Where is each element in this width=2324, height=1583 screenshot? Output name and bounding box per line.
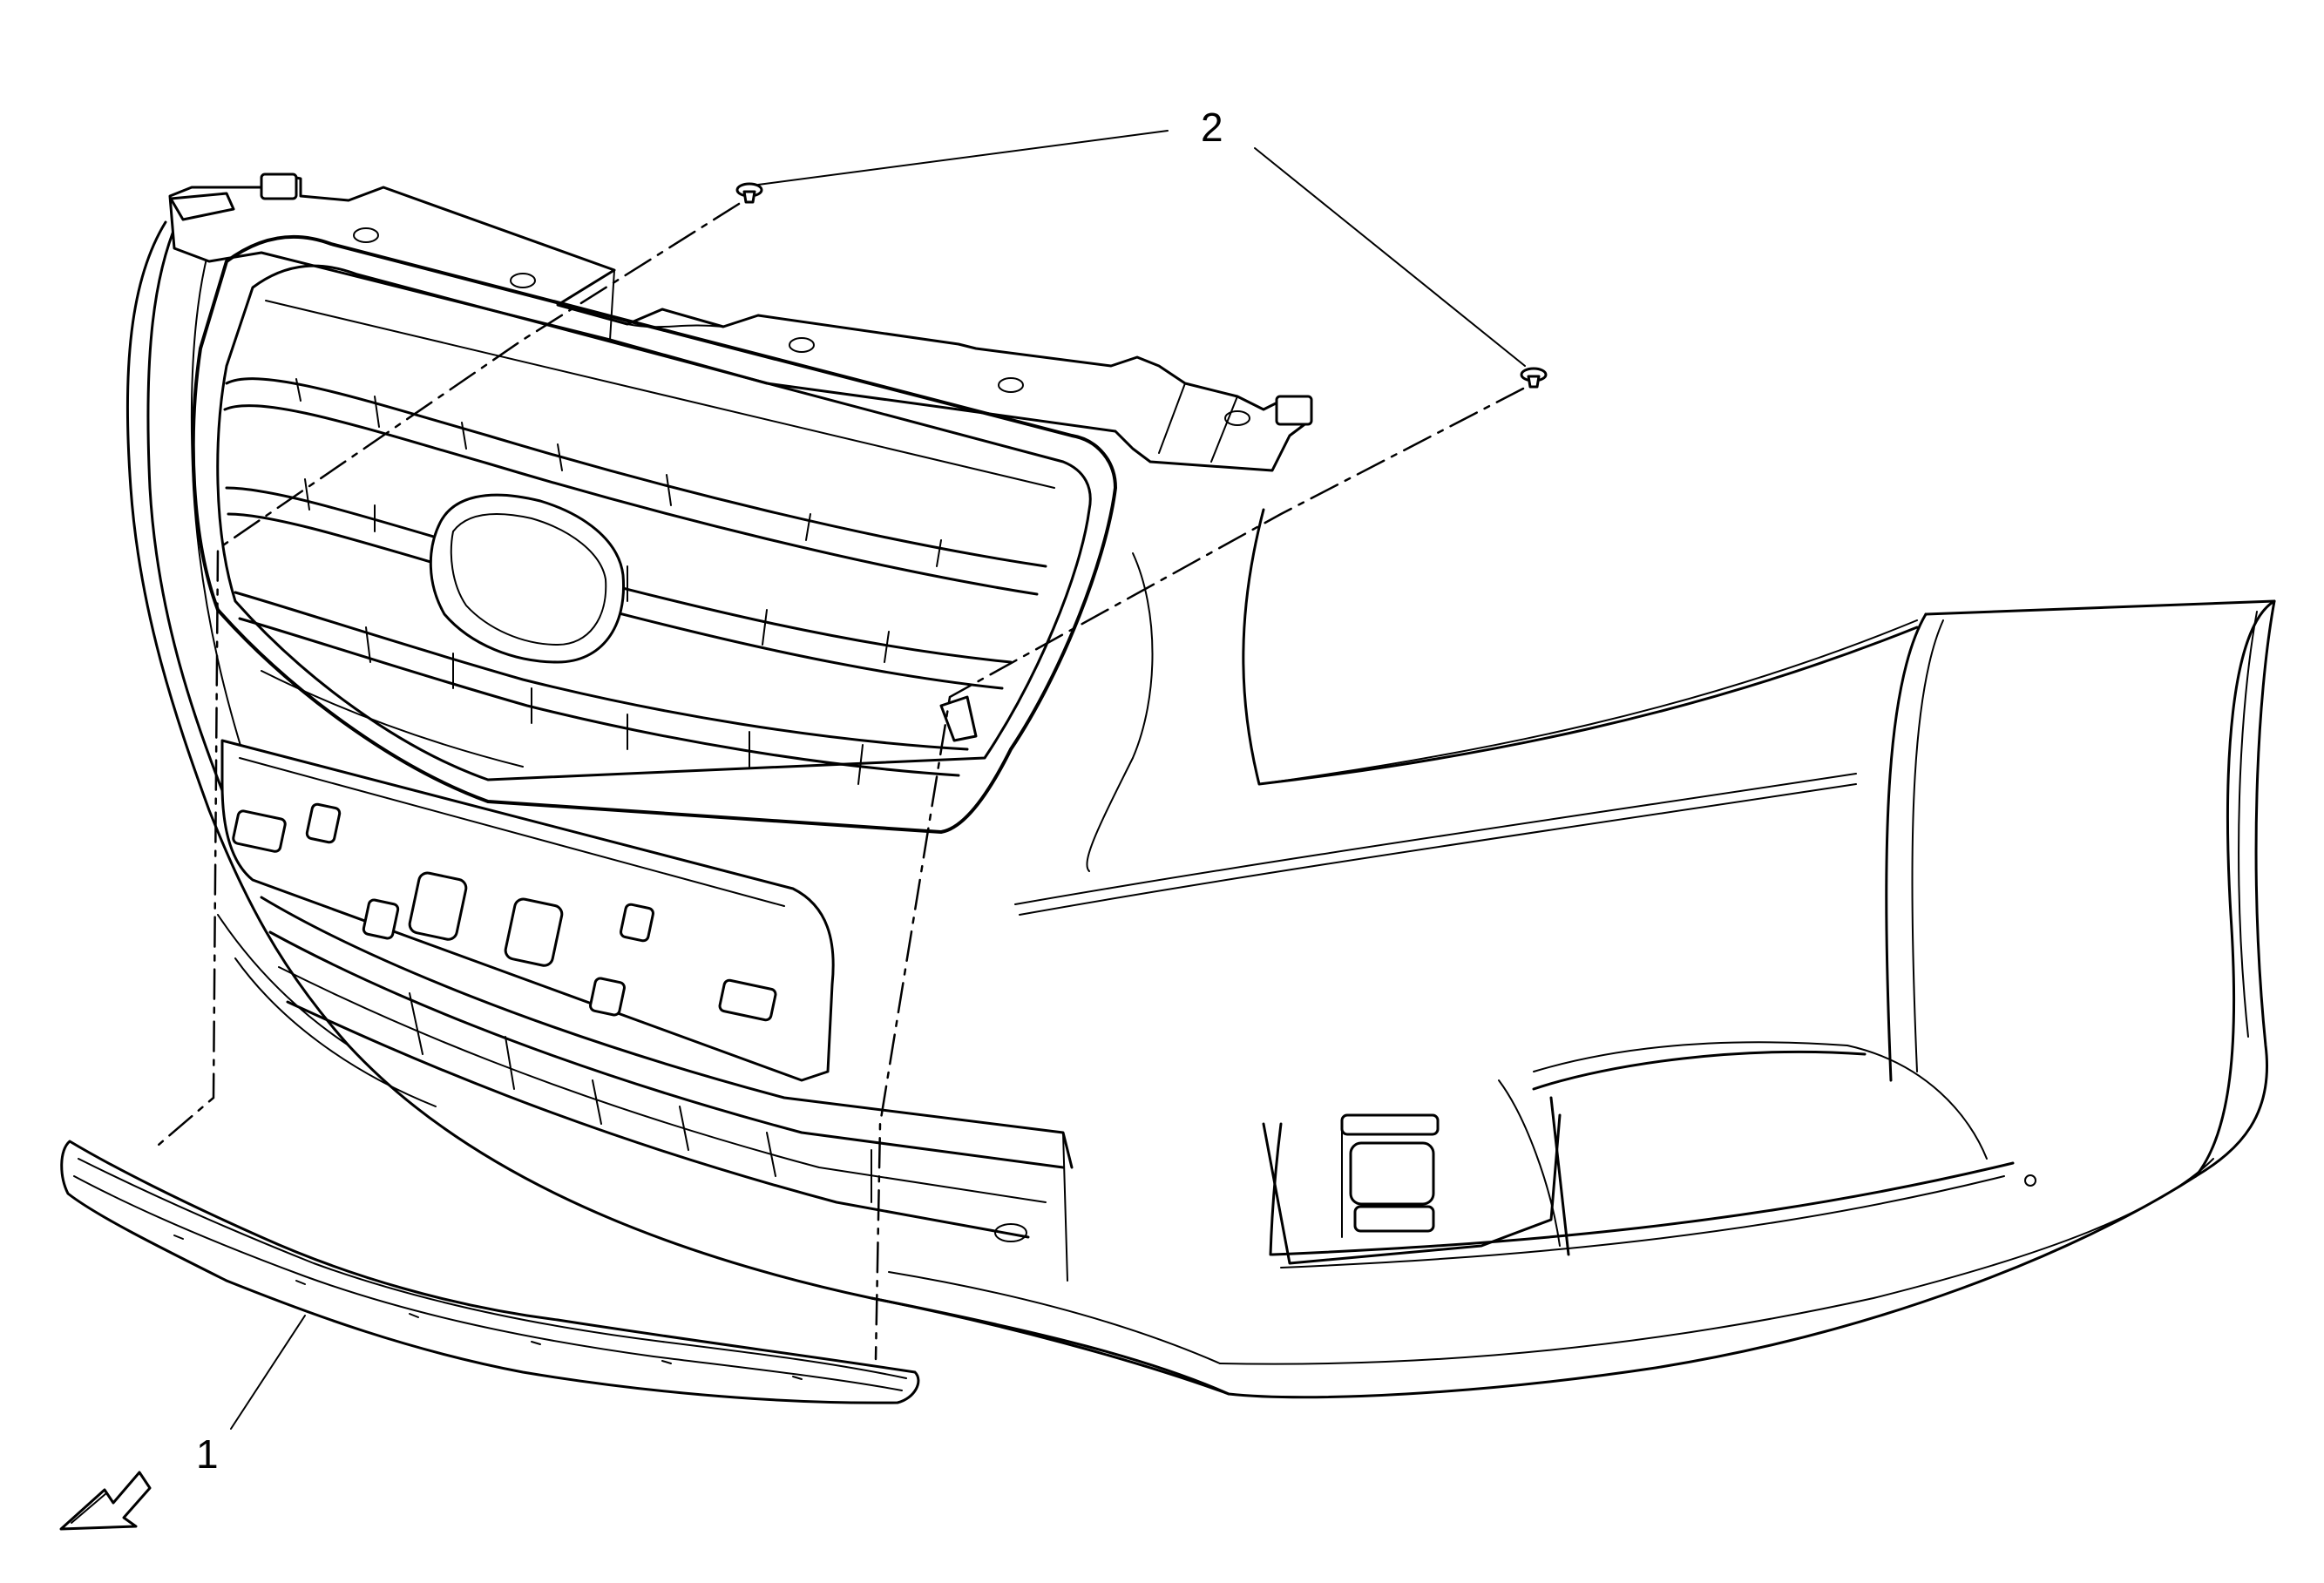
upper-bracket xyxy=(168,173,1313,472)
callout-label-1: 1 xyxy=(196,1431,219,1477)
callout-label-2: 2 xyxy=(1201,105,1223,150)
fastener-left xyxy=(735,182,763,204)
grille-lower-molding xyxy=(60,1140,920,1404)
callout-leaders xyxy=(230,130,1526,1430)
assembly-guide-lines xyxy=(151,202,1525,1361)
grille-fasteners xyxy=(735,182,1548,389)
front-bumper-fascia xyxy=(125,200,2276,1399)
fastener-right xyxy=(1520,367,1548,389)
vehicle-front-direction-arrow-icon xyxy=(59,1471,152,1531)
